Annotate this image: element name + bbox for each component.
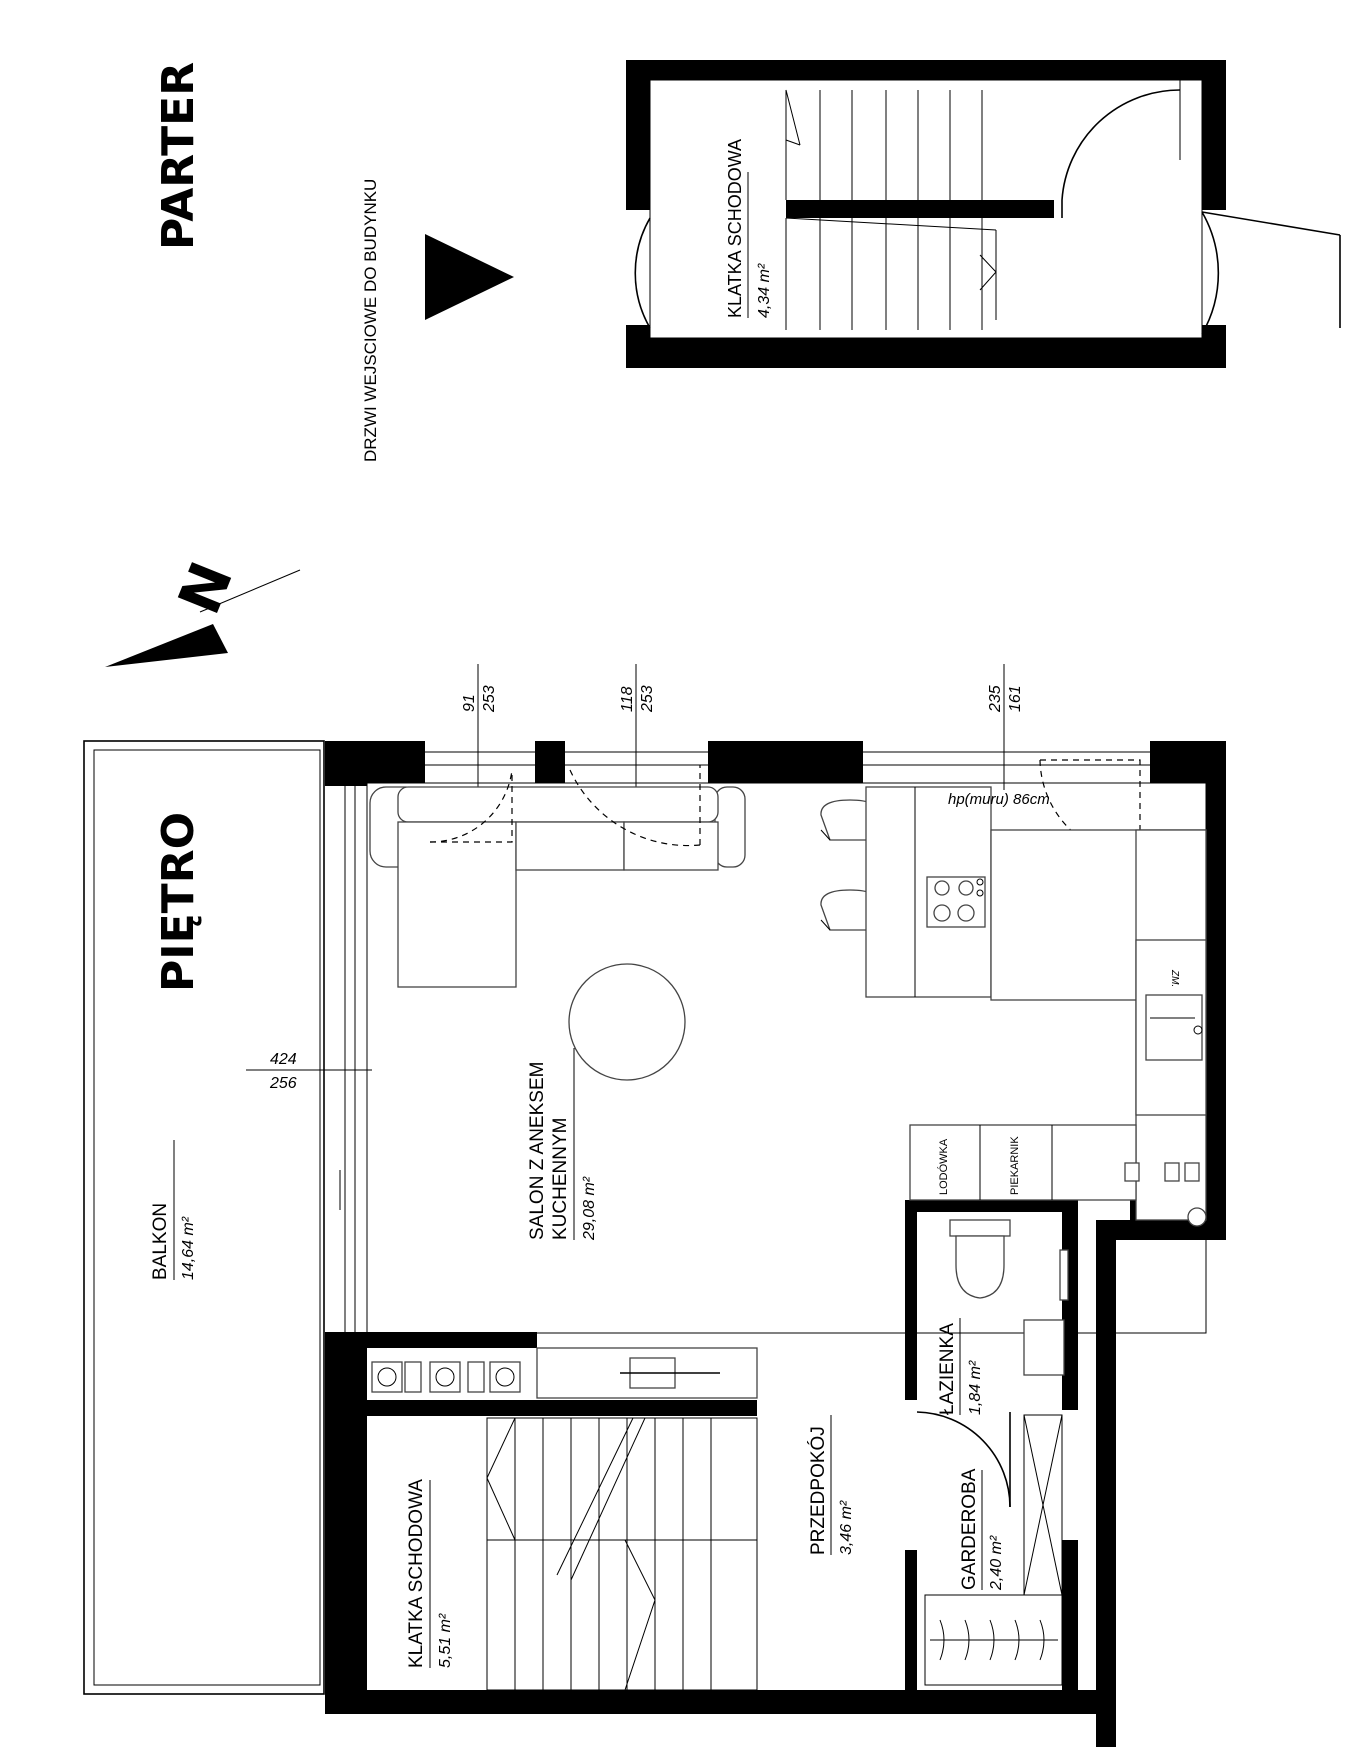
room-bathroom-area: 1,84 m² <box>967 1360 984 1415</box>
window-dim-1: 91 253 <box>461 685 498 713</box>
ground-stairs <box>785 80 1181 330</box>
upper-stairs <box>486 1417 758 1691</box>
tv-cabinet <box>536 1347 758 1399</box>
room-living-name-1: SALON Z ANEKSEM <box>527 1062 548 1240</box>
ground-floor-title: PARTER <box>153 62 204 250</box>
entrance-label: DRZWI WEJSCIOWE DO BUDYNKU <box>361 179 380 462</box>
upper-floor: PIĘTRO <box>83 664 1226 1747</box>
dimension-lines <box>246 664 1005 1071</box>
window-dim-1-top: 91 <box>461 694 478 712</box>
room-balcony-label: BALKON 14,64 m² <box>150 1140 197 1280</box>
ground-stairwell-name: KLATKA SCHODOWA <box>725 139 745 318</box>
coffee-table <box>568 963 686 1081</box>
window-dim-3-bottom: 161 <box>1007 685 1024 712</box>
balcony-door-dim-bottom: 256 <box>269 1075 297 1092</box>
room-stairwell-name: KLATKA SCHODOWA <box>406 1479 427 1668</box>
room-bathroom-name: ŁAZIENKA <box>937 1323 958 1415</box>
upper-floor-title: PIĘTRO <box>153 812 204 992</box>
wardrobe <box>924 1414 1063 1686</box>
window-dim-3: 235 161 <box>987 685 1024 713</box>
room-stairwell-area: 5,51 m² <box>437 1613 454 1668</box>
north-label: N <box>165 553 246 623</box>
room-living-label: SALON Z ANEKSEM KUCHENNYM 29,08 m² <box>527 1048 598 1241</box>
sofa <box>369 786 746 988</box>
window-dim-2-bottom: 253 <box>639 685 656 713</box>
room-wardrobe-name: GARDEROBA <box>959 1468 980 1590</box>
window-dim-2-top: 118 <box>619 686 636 712</box>
dishwasher-label: ZM. <box>1169 969 1180 987</box>
window-dim-2: 118 253 <box>619 685 656 713</box>
laundry-units <box>371 1361 521 1393</box>
ground-doors <box>634 89 1341 335</box>
room-wardrobe-label: GARDEROBA 2,40 m² <box>959 1468 1005 1591</box>
balcony <box>83 740 325 1695</box>
room-living-name-2: KUCHENNYM <box>550 1118 571 1240</box>
room-stairwell-label: KLATKA SCHODOWA 5,51 m² <box>406 1479 454 1668</box>
windows <box>339 751 1150 1332</box>
window-dim-1-bottom: 253 <box>481 685 498 713</box>
ground-floor: PARTER DRZWI WEJSCIOWE DO BUDYNKU <box>153 60 1341 462</box>
room-hall-area: 3,46 m² <box>838 1500 855 1555</box>
entrance-arrow-icon <box>425 234 514 320</box>
window-dim-3-top: 235 <box>987 685 1004 713</box>
oven-label: PIEKARNIK <box>1009 1136 1021 1195</box>
kitchen-island: hp(muru) 86cm <box>865 786 1050 998</box>
room-wardrobe-area: 2,40 m² <box>988 1535 1005 1591</box>
fridge-label: LODÓWKA <box>937 1138 950 1195</box>
room-hall-label: PRZEDPOKÓJ 3,46 m² <box>807 1415 855 1555</box>
kitchen-counter: ZM. LODÓWKA PIEKARNIK <box>909 829 1207 1227</box>
room-bathroom-label: ŁAZIENKA 1,84 m² <box>937 1318 984 1415</box>
ground-stairwell-walls <box>626 60 1226 368</box>
room-balcony-area: 14,64 m² <box>180 1216 197 1280</box>
bar-stools <box>820 799 879 931</box>
room-balcony-name: BALKON <box>150 1203 171 1280</box>
wall-height-note: hp(muru) 86cm <box>948 791 1050 808</box>
balcony-door-dim-top: 424 <box>270 1051 297 1068</box>
room-living-area: 29,08 m² <box>581 1176 598 1241</box>
bathroom-fixtures <box>949 1219 1069 1376</box>
north-arrow-icon: N <box>105 553 301 667</box>
ground-stairwell-area: 4,34 m² <box>756 263 773 318</box>
room-hall-name: PRZEDPOKÓJ <box>807 1426 829 1555</box>
bathroom-door <box>916 1411 1011 1508</box>
